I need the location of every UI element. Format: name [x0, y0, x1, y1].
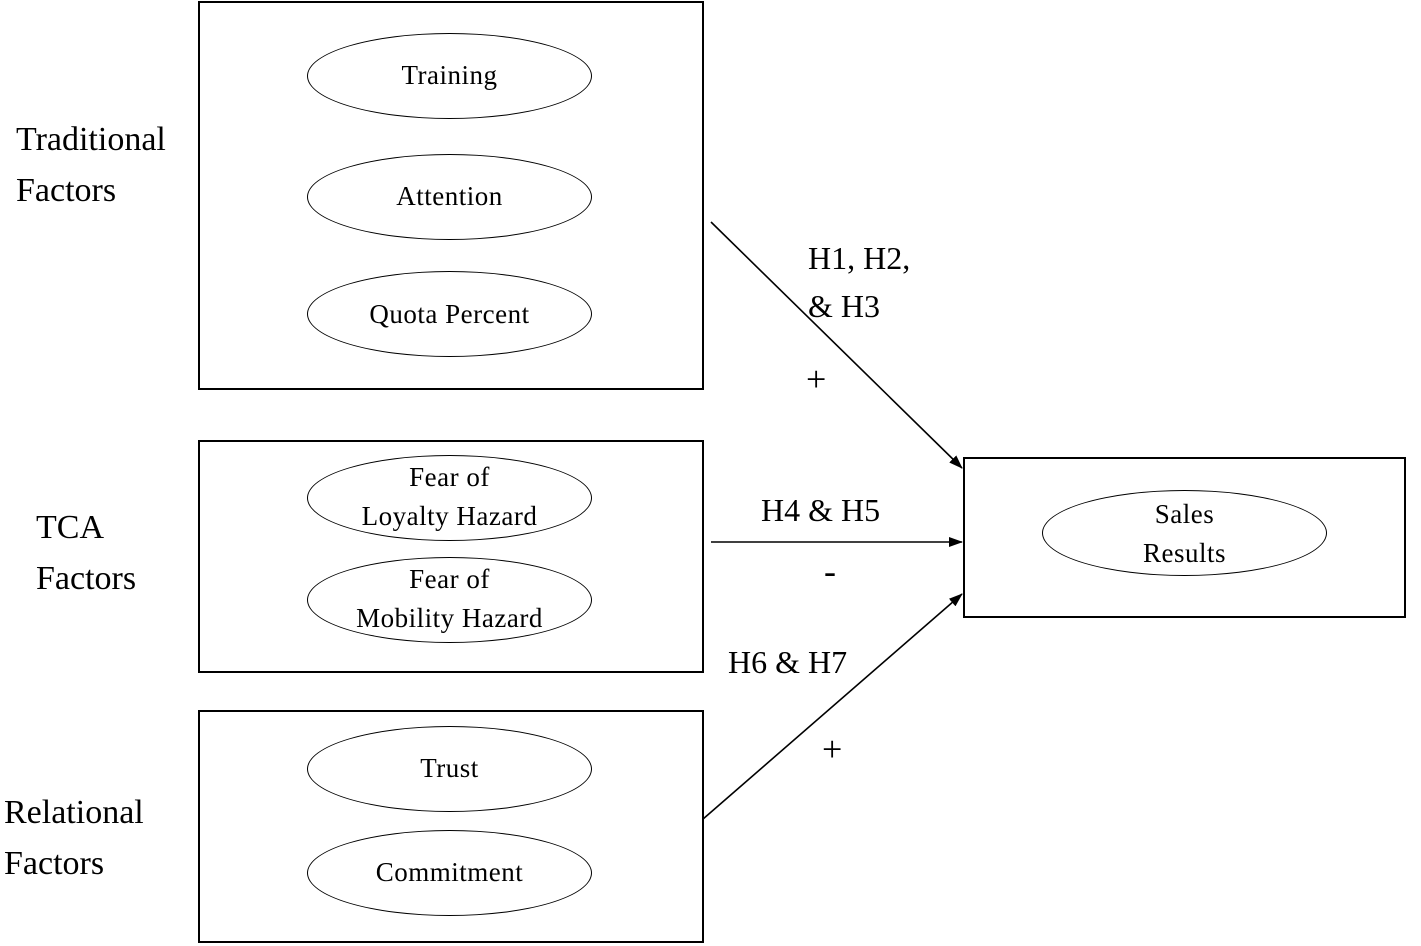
arrow-traditional-to-sales [710, 221, 963, 469]
traditional-path-sign: + [806, 359, 827, 399]
sales-results-node [1042, 490, 1327, 576]
tca-path-hypotheses: H4 & H5 [761, 492, 881, 528]
quota-percent-node [307, 271, 592, 357]
sales-results-node-label: Sales Results [1142, 499, 1226, 569]
trust-node [307, 726, 592, 812]
traditional-path-hypotheses: H1, H2, & H3 [808, 240, 911, 324]
commitment-node [307, 830, 592, 916]
traditional-factors-label: Traditional Factors [16, 121, 166, 209]
commitment-node-label: Commitment [375, 857, 524, 887]
tca-factors-label: TCA Factors [36, 509, 137, 597]
training-node [307, 33, 592, 119]
quota-percent-node-label: Quota Percent [369, 299, 530, 329]
fear-mobility-hazard-node-label: Fear of Mobility Hazard [356, 564, 543, 634]
attention-node-label: Attention [396, 181, 503, 211]
arrow-relational-to-sales [694, 593, 963, 827]
fear-loyalty-hazard-node [307, 455, 592, 541]
fear-mobility-hazard-node [307, 557, 592, 643]
trust-node-label: Trust [420, 753, 479, 783]
relational-path-sign: + [822, 729, 843, 769]
training-node-label: Training [401, 60, 498, 90]
relational-factors-label: Relational Factors [4, 794, 144, 882]
tca-path-sign: - [824, 551, 836, 591]
fear-loyalty-hazard-node-label: Fear of Loyalty Hazard [361, 462, 538, 532]
attention-node [307, 154, 592, 240]
relational-path-hypotheses: H6 & H7 [728, 644, 848, 680]
